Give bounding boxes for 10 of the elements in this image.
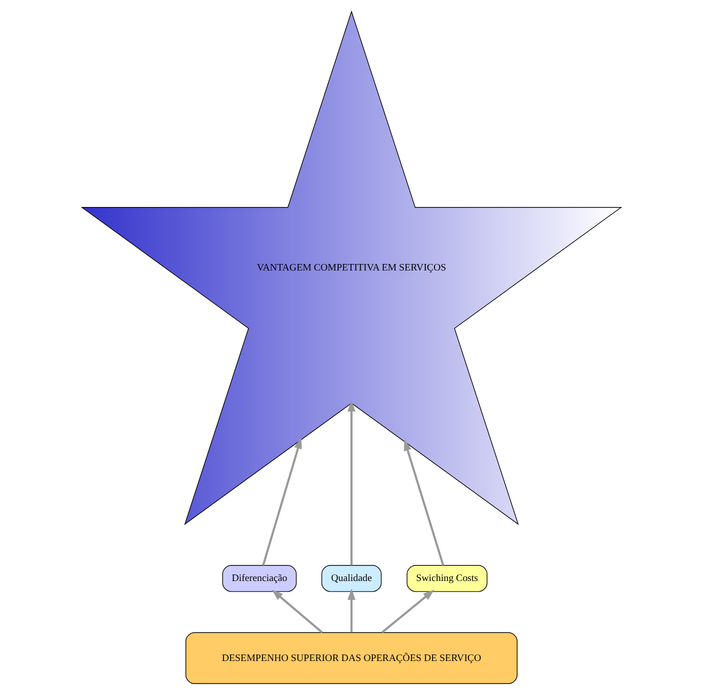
arrow: [403, 439, 444, 566]
arrow: [380, 590, 434, 634]
arrow: [347, 400, 355, 566]
node-box: DESEMPENHO SUPERIOR DAS OPERAÇÕES DE SERVIÇO: [184, 632, 517, 684]
node-box: Swiching Costs: [406, 565, 487, 592]
arrow: [271, 590, 322, 634]
node-box: Diferenciação: [222, 565, 296, 592]
arrow: [262, 437, 302, 566]
node-box: Qualidade: [320, 565, 382, 592]
arrow: [347, 588, 355, 632]
